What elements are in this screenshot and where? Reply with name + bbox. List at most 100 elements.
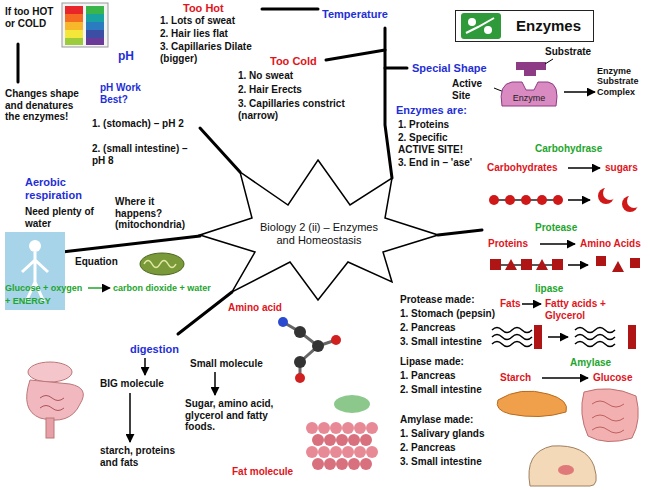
central-star: Biology 2 (ii) – Enzymes and Homeostasis — [198, 158, 440, 302]
fat-molecule — [360, 434, 372, 446]
list-item: 2. Pancreas — [400, 322, 456, 334]
fat-chain — [492, 325, 636, 349]
branch-heading: pH — [118, 50, 134, 64]
reaction-term: Proteins — [488, 238, 528, 250]
branch-line — [17, 44, 20, 82]
box-title: Enzymes — [516, 11, 581, 40]
enzyme-name: Carbohydrase — [535, 143, 602, 155]
note-text: Sugar, amino acid, glycerol and fatty fo… — [185, 398, 280, 433]
amino-acid-molecule — [312, 340, 324, 352]
fat-chain — [575, 335, 615, 340]
sub-heading: Too Hot — [183, 2, 224, 15]
part-label: Active Site — [452, 78, 492, 101]
branch-heading: Temperature — [322, 8, 388, 21]
protein-chain — [552, 259, 563, 270]
ph-chart — [86, 14, 104, 22]
human-figure — [5, 232, 65, 310]
fat-molecule — [324, 458, 336, 470]
mitochondria — [144, 261, 176, 268]
organ-pictures — [558, 465, 574, 475]
organ-pictures — [529, 446, 596, 486]
fat-molecule — [306, 446, 318, 458]
arrow — [568, 167, 600, 169]
amino-acid-molecule — [278, 317, 288, 327]
amino-acid-molecule — [331, 335, 341, 345]
note-text: BIG molecule — [100, 378, 164, 390]
note-text: If too HOT or COLD — [5, 6, 55, 29]
arrow — [522, 303, 541, 305]
carbohydrate-chain — [537, 195, 547, 205]
ph-chart — [62, 3, 108, 47]
list-item: 3. Small intestine — [400, 456, 482, 468]
star-outline — [200, 160, 438, 300]
fat-chain — [628, 325, 636, 349]
list-item: 2. Pancreas — [400, 442, 456, 454]
reaction-term: Fats — [500, 298, 521, 310]
branch-line — [62, 236, 200, 252]
enzyme-name: Amylase — [570, 357, 611, 369]
note-text: Small molecule — [190, 358, 263, 370]
enzymes-icon — [461, 13, 501, 39]
fat-molecule — [318, 446, 330, 458]
carbohydrate-chain — [553, 195, 563, 205]
arrow — [540, 243, 575, 245]
fat-molecule — [334, 395, 370, 413]
organ-pictures — [497, 389, 638, 486]
reaction-term: Glucose — [593, 372, 632, 384]
fat-molecule — [306, 422, 318, 434]
list-item: 1. Salivary glands — [400, 428, 485, 440]
list-heading: Protease made: — [400, 294, 474, 306]
ph-chart — [65, 30, 83, 38]
protein-chain — [612, 261, 624, 272]
substrate-shape — [516, 62, 546, 76]
digestive-system — [46, 418, 54, 438]
equation-term: carbon dioxide + water — [113, 283, 211, 293]
fat-molecule — [354, 446, 366, 458]
carbohydrate-chain — [505, 195, 515, 205]
arrow — [88, 287, 110, 289]
branch-heading: Special Shape — [412, 62, 487, 75]
amino-acid-molecule — [294, 326, 306, 338]
branch-line — [18, 9, 482, 334]
fat-molecule — [336, 434, 348, 446]
amino-acid-molecule — [294, 356, 306, 368]
list-item: 2. Small intestine — [400, 384, 482, 396]
mitochondria — [140, 253, 184, 275]
list-item: 1. No sweat — [238, 70, 293, 82]
list-item: 2. Specific ACTIVE SITE! — [398, 132, 483, 155]
list-item: 1. Proteins — [398, 119, 449, 131]
enzymes-icon — [466, 18, 494, 33]
human-figure — [22, 252, 48, 302]
list-item: 3. End in – 'ase' — [398, 157, 472, 169]
reaction-term: Starch — [500, 372, 531, 384]
protein-chain — [630, 258, 640, 268]
fat-molecule — [336, 458, 348, 470]
protein-chain — [596, 256, 606, 266]
equation-term: + ENERGY — [5, 296, 51, 306]
ph-chart — [86, 38, 104, 45]
fat-molecule — [312, 434, 324, 446]
branch-line — [178, 292, 232, 334]
branch-heading: digestion — [130, 343, 179, 356]
list-item: 1. Stomach (pepsin) — [400, 308, 495, 320]
arrow — [542, 377, 588, 379]
list-item: 1. Lots of sweat — [160, 15, 235, 27]
digestive-system — [40, 396, 64, 411]
fat-molecule — [342, 422, 354, 434]
branch-line — [385, 67, 407, 70]
fat-chain — [534, 325, 542, 349]
central-title: Biology 2 (ii) – Enzymes and Homeostasis — [260, 221, 378, 247]
branch-heading: Enzymes are: — [396, 104, 467, 117]
enzymes-icon — [461, 13, 501, 39]
arrow — [129, 393, 131, 442]
enzyme-name: Protease — [535, 222, 577, 234]
organ-pictures — [497, 391, 566, 416]
sub-heading: Too Cold — [270, 55, 317, 68]
fat-chain — [548, 336, 568, 338]
list-item: 2. (small intestine) – pH 8 — [92, 143, 192, 166]
list-item: 3. Capillaries Dilate (bigger) — [160, 41, 255, 64]
human-figure — [5, 232, 65, 310]
protein-chain — [490, 259, 501, 270]
fat-molecule — [324, 434, 336, 446]
